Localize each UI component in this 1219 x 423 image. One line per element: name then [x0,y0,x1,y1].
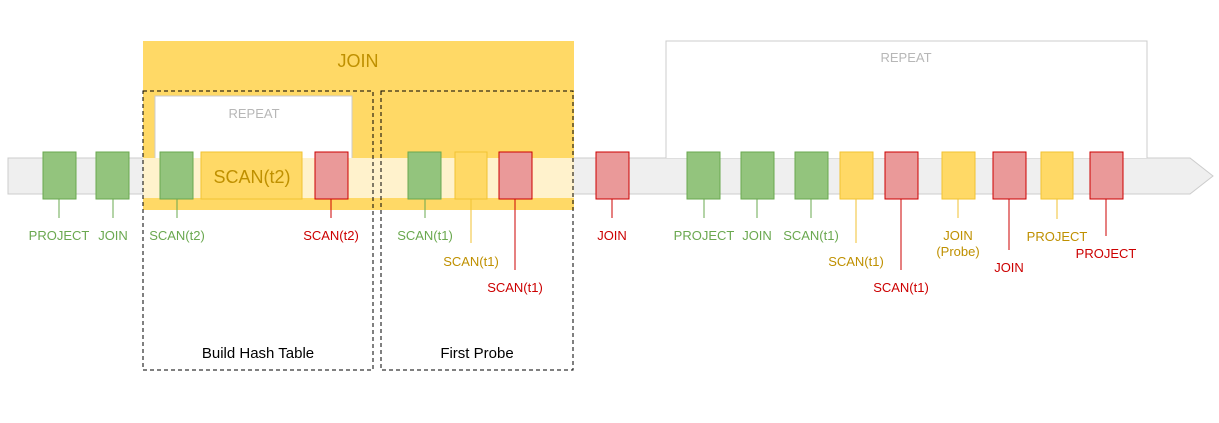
scan-t2-block-green [159,151,194,200]
inner-repeat-box [154,95,353,158]
project-label-2: PROJECT [674,228,735,243]
join-block-green-1 [95,151,130,200]
scan-t1-green-label-2: SCAN(t1) [783,228,839,243]
scan-t1-yellow-label-2: SCAN(t1) [828,254,884,269]
project-block-red [1089,151,1124,200]
outer-repeat-box [665,40,1148,158]
join-block-green-2 [740,151,775,200]
scan-t1-red-label-2: SCAN(t1) [873,280,929,295]
project-block-yellow [1040,151,1074,200]
scan-t2-block-label: SCAN(t2) [213,167,290,187]
project-yellow-label: PROJECT [1027,229,1088,244]
build-hash-table-label: Build Hash Table [202,345,314,362]
join-block-red-2 [992,151,1027,200]
outer-repeat-label: REPEAT [880,50,931,65]
scan-t2-red-label: SCAN(t2) [303,228,359,243]
scan-t1-block-yellow-1 [454,151,488,200]
join-label-1: JOIN [98,228,128,243]
join-label-2: JOIN [742,228,772,243]
project-block-green-1 [42,151,77,200]
project-label-1: PROJECT [29,228,90,243]
first-probe-label: First Probe [440,345,513,362]
scan-t1-green-label-1: SCAN(t1) [397,228,453,243]
build-hash-table-box [142,90,374,371]
join-probe-block-yellow [941,151,976,200]
scan-t2-block-yellow-wide [200,151,303,200]
join-region-title: JOIN [337,51,378,71]
scan-t1-block-red-1 [498,151,533,200]
scan-t1-red-label-1: SCAN(t1) [487,280,543,295]
scan-t1-block-red-2 [884,151,919,200]
scan-t2-green-label: SCAN(t2) [149,228,205,243]
scan-t2-block-red [314,151,349,200]
join-red-label-2: JOIN [994,260,1024,275]
scan-t1-yellow-label-1: SCAN(t1) [443,254,499,269]
join-probe-label-line2: (Probe) [936,244,979,259]
inner-repeat-label: REPEAT [228,106,279,121]
first-probe-box [380,90,574,371]
project-block-green-2 [686,151,721,200]
join-red-label-1: JOIN [597,228,627,243]
scan-t1-block-green-2 [794,151,829,200]
project-red-label: PROJECT [1076,246,1137,261]
join-block-red-1 [595,151,630,200]
scan-t1-block-yellow-2 [839,151,874,200]
join-probe-label-line1: JOIN [943,228,973,243]
scan-t1-block-green-1 [407,151,442,200]
